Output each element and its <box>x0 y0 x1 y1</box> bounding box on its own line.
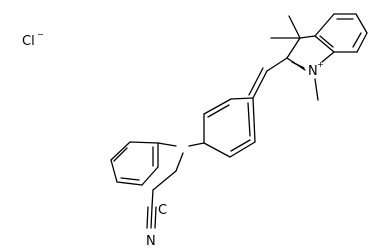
cyanoethyl-chain: C N <box>146 170 177 248</box>
central-benzene-ring <box>203 97 256 158</box>
indolium-n-charge: + <box>317 60 324 69</box>
indolium-five-membered-ring <box>286 35 335 71</box>
gem-dimethyl-groups <box>270 15 301 39</box>
indolium-benzene-ring <box>314 13 368 53</box>
chloride-charge: − <box>37 30 44 39</box>
amine-nitrogen <box>157 142 205 172</box>
benzyl-phenyl-ring <box>110 141 159 186</box>
vinyl-linker <box>248 57 288 99</box>
indolium-nitrogen: N + <box>308 60 324 101</box>
chloride-counter-ion: Cl − <box>22 30 44 49</box>
chloride-symbol: Cl <box>22 34 35 49</box>
indolium-n-symbol: N <box>308 64 318 79</box>
nitrile-c-symbol: C <box>158 203 167 218</box>
nitrile-n-symbol: N <box>146 234 156 248</box>
